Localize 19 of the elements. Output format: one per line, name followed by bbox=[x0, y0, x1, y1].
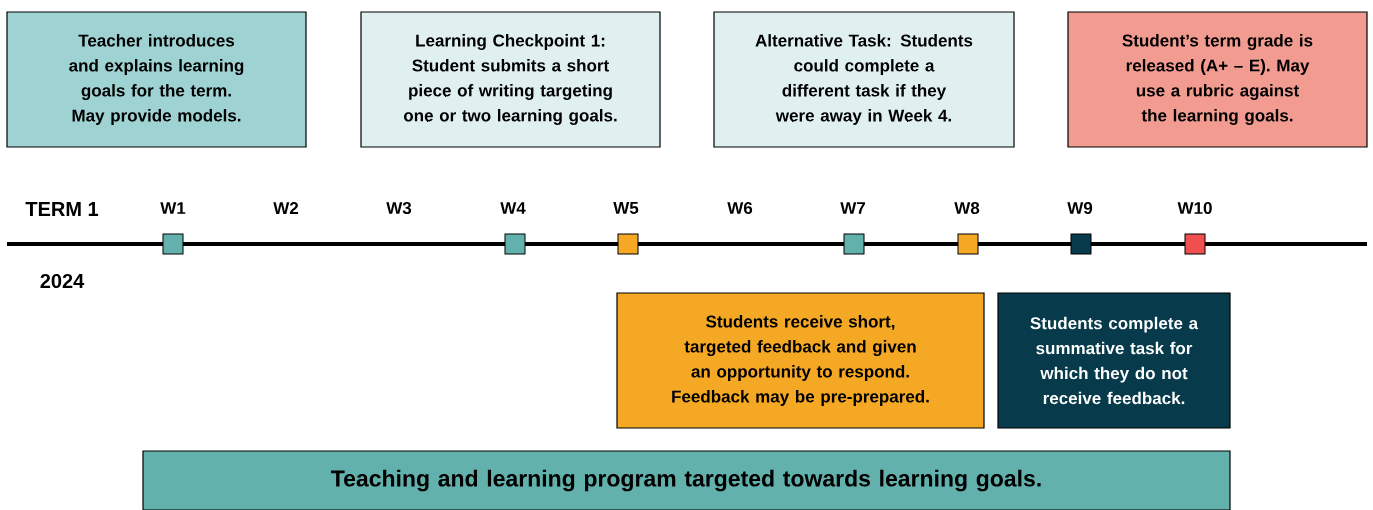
year-label: 2024 bbox=[40, 273, 85, 289]
text-box: Students complete a summative task for which they do not receive feedback. bbox=[997, 292, 1231, 429]
week-label: W3 bbox=[386, 202, 412, 215]
week-label: W1 bbox=[160, 202, 186, 214]
week-label: W2 bbox=[273, 202, 299, 214]
text-box: Learning Checkpoint 1: Student submits a short piece of writing targeting one or two learning goals. bbox=[360, 11, 661, 148]
text-box: Alternative Task: Students could complete a different task if they were away in Week 4. bbox=[713, 11, 1015, 148]
text-box: Teaching and learning program targeted towards learning goals. bbox=[142, 450, 1231, 510]
text-box: Teacher introduces and explains learning goals for the term. May provide models. bbox=[6, 11, 307, 148]
week-label: W9 bbox=[1067, 202, 1093, 214]
week-label: W5 bbox=[613, 202, 639, 214]
term-label: TERM 1 bbox=[25, 202, 99, 216]
week-label: W10 bbox=[1177, 202, 1212, 214]
text-box: Students receive short, targeted feedback and given an opportunity to respond. Feedback may be pre-prepared. bbox=[616, 292, 985, 429]
week-label: W4 bbox=[500, 202, 526, 214]
week-label: W6 bbox=[727, 202, 753, 214]
week-label: W7 bbox=[840, 202, 865, 214]
text-box: Student’s term grade is released (A+ – E). May use a rubric against the learning goals. bbox=[1067, 11, 1368, 148]
week-label: W8 bbox=[954, 202, 980, 214]
